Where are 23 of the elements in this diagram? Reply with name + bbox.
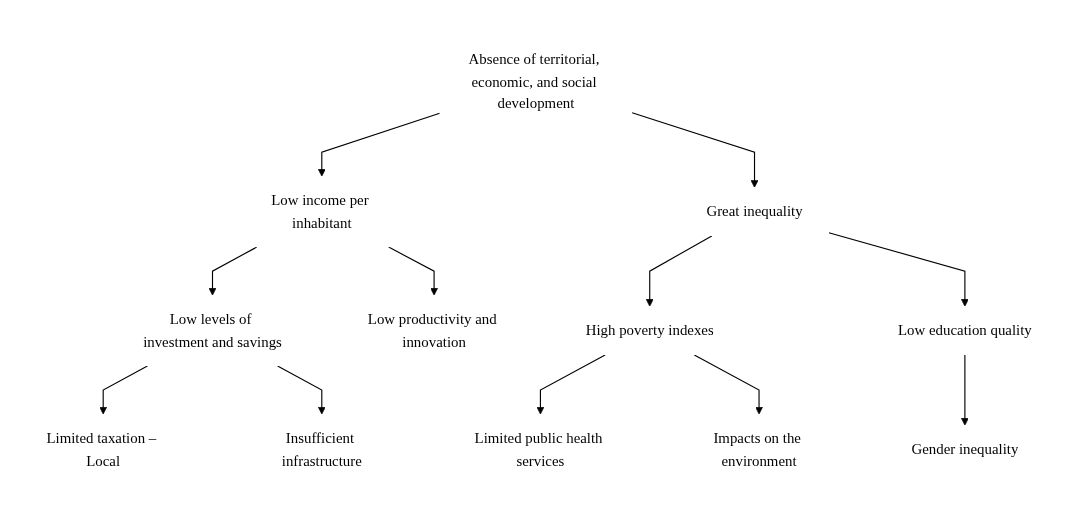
node-text: Low income per inhabitant (271, 192, 369, 231)
node-text: Low levels of investment and savings (143, 310, 282, 350)
arrow (961, 354, 969, 426)
arrow (631, 112, 759, 188)
arrow (99, 365, 148, 415)
arrow (536, 354, 606, 415)
node-text: Low productivity and innovation (367, 310, 497, 350)
arrow (828, 232, 969, 307)
arrow (388, 246, 438, 296)
arrow (208, 246, 258, 296)
node-text: Insufficient infrastructure (281, 429, 362, 469)
node-text: Low education quality (898, 322, 1032, 339)
arrow (645, 235, 713, 307)
arrow (277, 365, 326, 415)
node-text: Gender inequality (911, 441, 1019, 458)
node-text: Great inequality (706, 203, 803, 220)
arrow (317, 112, 441, 177)
node-text: High poverty indexes (585, 322, 714, 339)
arrow (693, 354, 763, 415)
node-text: Absence of territorial, economic, and social development (468, 50, 600, 112)
node-text: Impacts on the environment (713, 429, 801, 469)
node-text: Limited taxation – Local (46, 429, 157, 469)
node-text: Limited public health services (474, 429, 603, 469)
